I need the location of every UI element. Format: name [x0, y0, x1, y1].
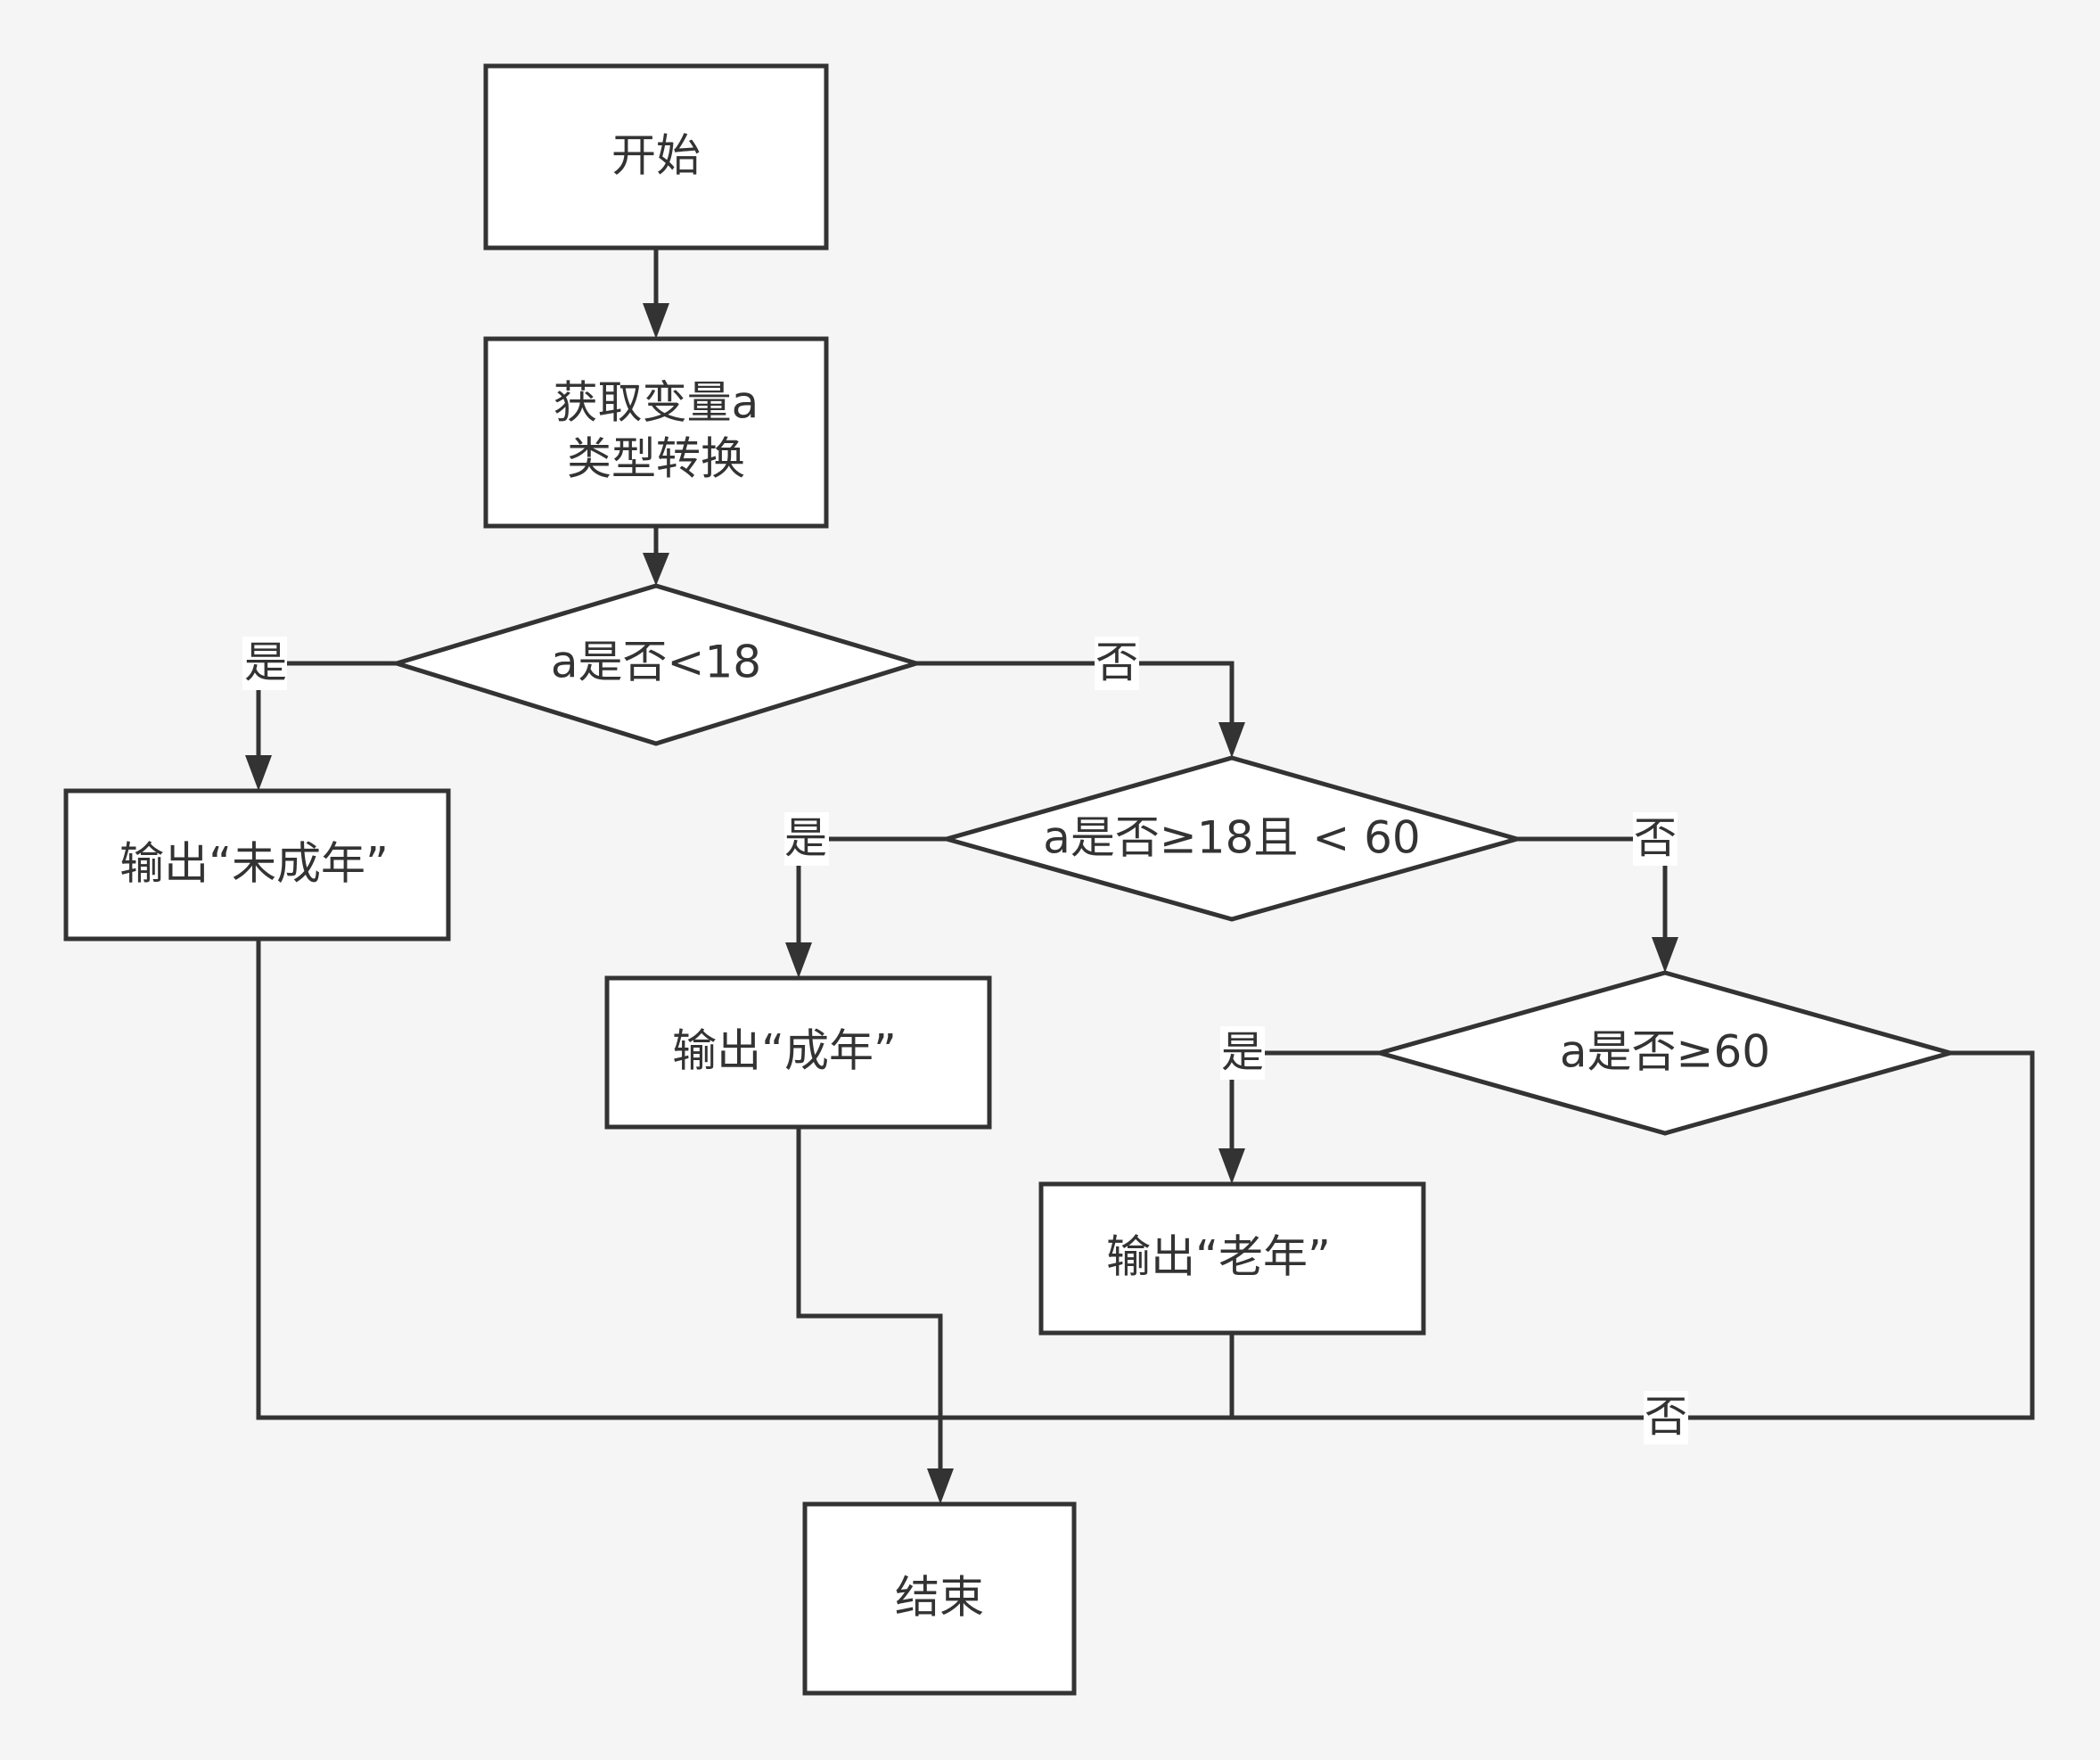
arrowhead-icon: [643, 303, 669, 339]
node-minor: 输出“未成年”: [63, 788, 451, 942]
node-cond2-label: a是否≥18且 < 60: [1043, 812, 1420, 864]
arrowhead-icon: [785, 942, 812, 978]
edge-label-cond3-yes: 是: [1220, 1026, 1265, 1080]
svg-text:是: 是: [244, 637, 287, 687]
node-start: 开始: [483, 63, 829, 251]
node-end-label: 结束: [895, 1572, 984, 1624]
arrowhead-icon: [643, 553, 669, 586]
node-cond3-label: a是否≥60: [1560, 1026, 1770, 1078]
edge-label-cond1-yes: 是: [242, 637, 287, 690]
edge-label-cond1-no: 否: [1095, 637, 1139, 690]
edge-label-cond2-no: 否: [1633, 812, 1678, 866]
node-adult-label: 输出“成年”: [672, 1025, 897, 1077]
arrowhead-icon: [1218, 722, 1245, 758]
arrowhead-icon: [1652, 937, 1678, 973]
arrowhead-icon: [245, 755, 272, 791]
node-cond1: a是否<18: [389, 583, 924, 746]
arrowhead-icon: [927, 1468, 954, 1504]
svg-text:否: 否: [1634, 813, 1677, 863]
node-cond3: a是否≥60: [1371, 970, 1959, 1136]
edge-minor-end: [256, 939, 1232, 1420]
edge-adult-end: [796, 1127, 943, 1473]
node-cond2: a是否≥18且 < 60: [938, 755, 1526, 922]
node-input-label-line1: 获取变量a: [554, 377, 759, 429]
svg-text:否: 否: [1645, 1392, 1687, 1442]
node-minor-label: 输出“未成年”: [119, 838, 389, 890]
node-cond1-label: a是否<18: [551, 637, 761, 688]
edge-cond1-cond2: [916, 661, 1235, 727]
node-end: 结束: [802, 1501, 1077, 1696]
svg-text:是: 是: [1221, 1027, 1264, 1077]
edge-label-cond3-no: 否: [1644, 1391, 1688, 1444]
node-senior-label: 输出“老年”: [1106, 1231, 1331, 1283]
svg-text:否: 否: [1095, 637, 1138, 687]
node-input: 获取变量a 类型转换: [483, 336, 829, 529]
node-input-label-line2: 类型转换: [567, 433, 745, 485]
edge-labels: 是 否 是 否 是 否: [242, 637, 1688, 1444]
node-start-label: 开始: [611, 130, 701, 182]
arrowhead-icon: [1218, 1148, 1245, 1184]
edge-label-cond2-yes: 是: [784, 812, 829, 866]
node-adult: 输出“成年”: [604, 975, 992, 1130]
svg-text:是: 是: [784, 813, 827, 863]
node-senior: 输出“老年”: [1038, 1181, 1426, 1336]
edge-cond3-end: [1232, 1050, 2035, 1420]
